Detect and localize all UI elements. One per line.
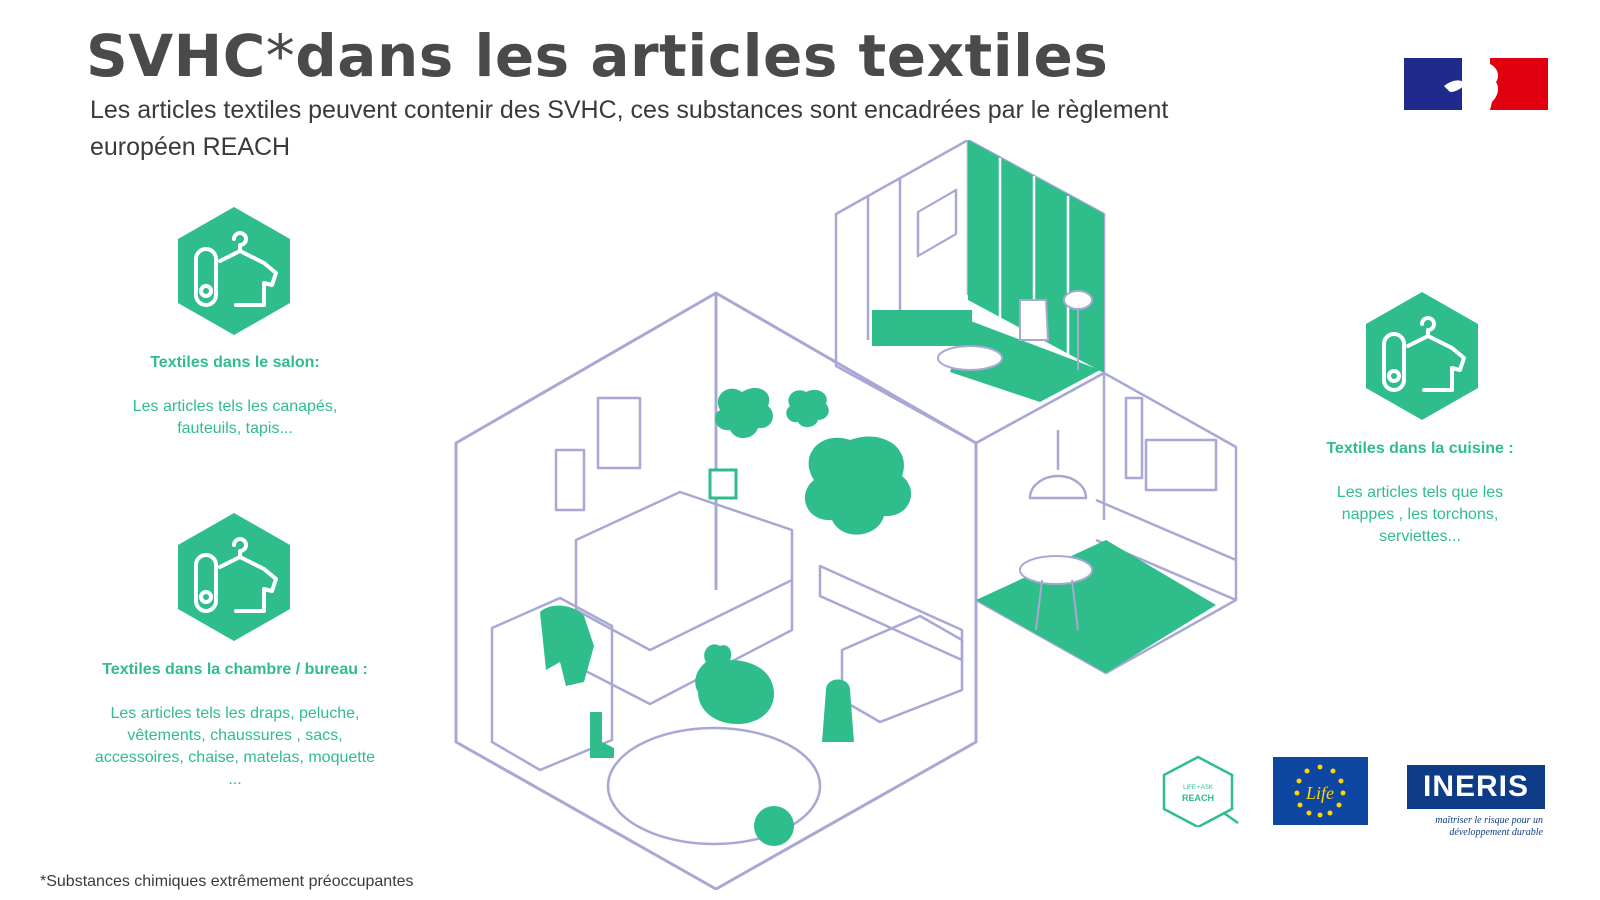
living-room-rug	[950, 320, 1100, 402]
textile-hanger-icon	[178, 207, 290, 335]
house-illustration	[454, 140, 1238, 890]
floor-lamp	[1063, 290, 1093, 310]
backpack	[822, 679, 854, 742]
rocking-toy	[695, 644, 774, 724]
card-heading: Textiles dans le salon:	[150, 354, 320, 371]
title-main: SVHC	[86, 22, 266, 90]
ball	[754, 806, 794, 846]
ineris-logo: INERIS maîtriser le risque pour un dével…	[1407, 765, 1545, 847]
page-subtitle: Les articles textiles peuvent contenir d…	[90, 96, 1169, 161]
dresser	[490, 596, 614, 772]
card-heading: Textiles dans la cuisine :	[1326, 440, 1514, 457]
wall-shelf	[818, 564, 964, 662]
ask-line2: REACH	[1182, 793, 1214, 803]
title-star: *	[265, 22, 296, 90]
card-cuisine: Textiles dans la cuisine : Les articles …	[1300, 438, 1540, 548]
card-text: Les articles tels que les nappes , les t…	[1336, 484, 1504, 545]
eu-life-text: Life	[1305, 783, 1334, 803]
textile-hanger-icon	[1366, 292, 1478, 420]
title-rest: dans les articles textiles	[295, 22, 1109, 90]
boots	[590, 712, 614, 758]
armchair	[1019, 299, 1050, 341]
ineris-tagline: maîtriser le risque pour un développemen…	[1435, 815, 1543, 838]
card-chambre: Textiles dans la chambre / bureau : Les …	[70, 659, 400, 791]
sofa	[872, 310, 972, 346]
page-title: SVHC*dans les articles textiles	[86, 22, 1108, 90]
kitchen-table	[1019, 555, 1093, 585]
card-heading: Textiles dans la chambre / bureau :	[102, 661, 368, 678]
round-rug	[606, 726, 822, 846]
cloud-decoration	[786, 389, 829, 428]
ineris-wordmark: INERIS	[1407, 765, 1545, 809]
card-text: Les articles tels les canapés, fauteuils…	[132, 398, 338, 437]
textile-hanger-icon	[178, 513, 290, 641]
wall-frame	[596, 396, 642, 470]
teddy-bear	[708, 468, 738, 500]
card-text: Les articles tels les draps, peluche, vê…	[94, 705, 376, 788]
coffee-table	[937, 345, 1003, 371]
wall-frame	[554, 448, 586, 512]
kitchen-rug	[976, 540, 1216, 673]
cloud-decoration	[804, 436, 912, 535]
republique-francaise-logo	[1404, 58, 1548, 110]
clothes	[540, 605, 594, 686]
eu-life-logo: Life	[1273, 757, 1368, 825]
card-salon: Textiles dans le salon: Les articles tel…	[100, 352, 370, 440]
life-ask-reach-logo: LIFE • ASK REACH	[1162, 755, 1242, 832]
living-room-wall	[968, 140, 1104, 373]
footnote: *Substances chimiques extrêmement préocc…	[40, 873, 414, 890]
cloud-decoration	[715, 387, 773, 439]
ask-line1: LIFE • ASK	[1183, 785, 1213, 791]
